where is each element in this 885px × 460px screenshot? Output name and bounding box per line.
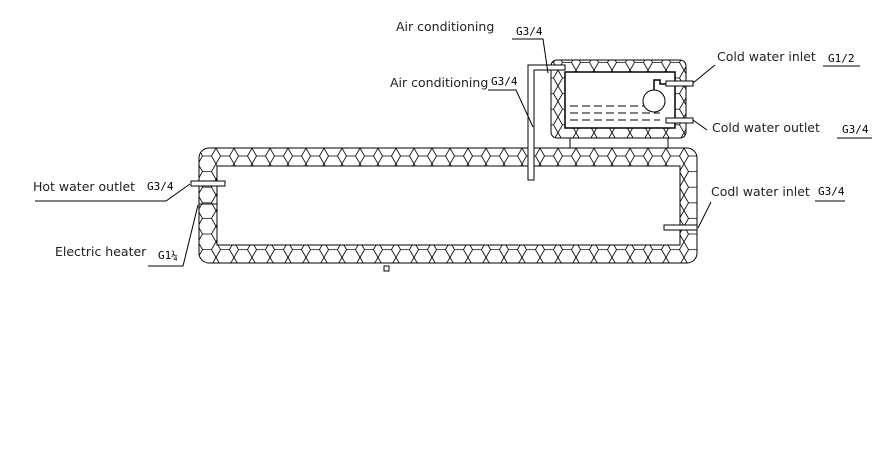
main-tank bbox=[198, 147, 698, 264]
marker-square bbox=[383, 265, 390, 272]
hot-water-outlet-label: Hot water outlet bbox=[33, 179, 135, 194]
air-conditioning-mid-code: G3/4 bbox=[491, 75, 518, 88]
cold-water-outlet-code: G3/4 bbox=[842, 123, 869, 136]
cold-water-outlet-pipe bbox=[665, 117, 694, 124]
codl-water-inlet-pipe bbox=[663, 224, 698, 231]
electric-heater-code: G1¼ bbox=[158, 249, 178, 262]
air-conditioning-top-code: G3/4 bbox=[516, 25, 543, 38]
electric-heater-label: Electric heater bbox=[55, 244, 147, 259]
hot-water-outlet-code: G3/4 bbox=[147, 180, 174, 193]
cold-water-tank bbox=[550, 59, 687, 148]
air-conditioning-top-label: Air conditioning bbox=[396, 19, 494, 34]
cold-water-inlet-label: Cold water inlet bbox=[717, 49, 816, 64]
cold-water-outlet-label: Cold water outlet bbox=[712, 120, 820, 135]
cold-water-inlet-code: G1/2 bbox=[828, 52, 855, 65]
hot-water-outlet-pipe bbox=[190, 180, 226, 187]
cold-water-inlet-pipe bbox=[665, 80, 694, 87]
float-valve-icon bbox=[642, 89, 666, 113]
codl-water-inlet-label: Codl water inlet bbox=[711, 184, 810, 199]
air-conditioning-pipe bbox=[527, 64, 566, 181]
air-conditioning-mid-label: Air conditioning bbox=[390, 75, 488, 90]
codl-water-inlet-code: G3/4 bbox=[818, 185, 845, 198]
